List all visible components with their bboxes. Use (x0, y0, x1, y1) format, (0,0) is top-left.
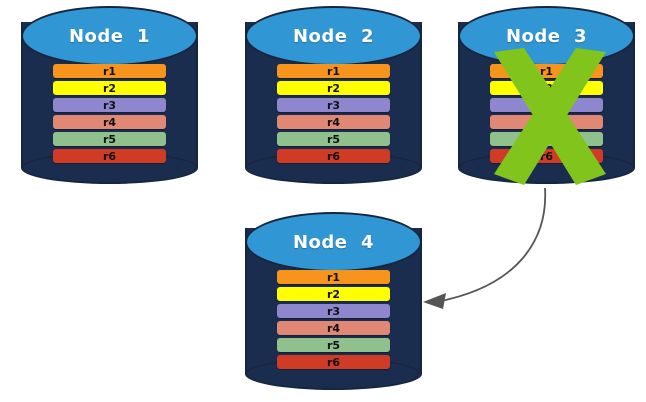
node-3-record-list: r1 r2 r3 r4 r5 r6 (490, 64, 603, 166)
node-3-cylinder-top: Node 3 (458, 6, 635, 66)
node-3-row-r6-label: r6 (539, 149, 554, 163)
node-1-row-r1-label: r1 (102, 64, 117, 78)
node-2-row-r6-label: r6 (326, 149, 341, 163)
node-4-row-r6[interactable]: r6 (277, 355, 390, 369)
node-1-row-r2[interactable]: r2 (53, 81, 166, 95)
node-3-row-r3[interactable]: r3 (490, 98, 603, 112)
node-1-record-list: r1 r2 r3 r4 r5 r6 (53, 64, 166, 166)
node-2-row-r5[interactable]: r5 (277, 132, 390, 146)
node-2-cylinder-top: Node 2 (245, 6, 422, 66)
node-2-row-r6[interactable]: r6 (277, 149, 390, 163)
node-1-row-r4[interactable]: r4 (53, 115, 166, 129)
node-4-row-r5-label: r5 (326, 338, 341, 352)
node-3-row-r5[interactable]: r5 (490, 132, 603, 146)
node-2-row-r1-label: r1 (326, 64, 341, 78)
node-4-row-r1[interactable]: r1 (277, 270, 390, 284)
node-1-row-r3-label: r3 (102, 98, 117, 112)
node-1-title: Node 1 (68, 25, 151, 47)
replication-arrow-curve (435, 187, 547, 303)
node-4-row-r4-label: r4 (326, 321, 341, 335)
node-3-row-r5-label: r5 (539, 132, 554, 146)
node-2-row-r2-label: r2 (326, 81, 341, 95)
node-3-row-r4[interactable]: r4 (490, 115, 603, 129)
replication-arrow-head-icon (423, 293, 446, 309)
node-1[interactable]: Node 1 r1 r2 r3 r4 r5 r6 (21, 6, 198, 184)
node-1-row-r5[interactable]: r5 (53, 132, 166, 146)
node-4-row-r3[interactable]: r3 (277, 304, 390, 318)
node-3-row-r6[interactable]: r6 (490, 149, 603, 163)
node-2-row-r1[interactable]: r1 (277, 64, 390, 78)
node-1-cylinder-top: Node 1 (21, 6, 198, 66)
node-4-cylinder-top: Node 4 (245, 212, 422, 272)
node-4-row-r3-label: r3 (326, 304, 341, 318)
node-1-row-r6[interactable]: r6 (53, 149, 166, 163)
node-1-row-r3[interactable]: r3 (53, 98, 166, 112)
node-4-row-r2-label: r2 (326, 287, 341, 301)
node-3-title: Node 3 (505, 25, 588, 47)
node-2-row-r3[interactable]: r3 (277, 98, 390, 112)
node-3-row-r2[interactable]: r2 (490, 81, 603, 95)
node-2-row-r4-label: r4 (326, 115, 341, 129)
node-4-record-list: r1 r2 r3 r4 r5 r6 (277, 270, 390, 372)
node-4[interactable]: Node 4 r1 r2 r3 r4 r5 r6 (245, 212, 422, 390)
node-4-row-r4[interactable]: r4 (277, 321, 390, 335)
node-1-row-r6-label: r6 (102, 149, 117, 163)
node-4-row-r6-label: r6 (326, 355, 341, 369)
node-2-record-list: r1 r2 r3 r4 r5 r6 (277, 64, 390, 166)
node-3-row-r3-label: r3 (539, 98, 554, 112)
node-3-row-r1-label: r1 (539, 64, 554, 78)
node-2-title: Node 2 (292, 25, 375, 47)
node-2-row-r3-label: r3 (326, 98, 341, 112)
node-1-row-r2-label: r2 (102, 81, 117, 95)
node-1-row-r1[interactable]: r1 (53, 64, 166, 78)
node-4-row-r1-label: r1 (326, 270, 341, 284)
node-4-row-r5[interactable]: r5 (277, 338, 390, 352)
node-2[interactable]: Node 2 r1 r2 r3 r4 r5 r6 (245, 6, 422, 184)
node-3-row-r4-label: r4 (539, 115, 554, 129)
node-2-row-r4[interactable]: r4 (277, 115, 390, 129)
node-3-row-r2-label: r2 (539, 81, 554, 95)
node-2-row-r5-label: r5 (326, 132, 341, 146)
node-1-row-r5-label: r5 (102, 132, 117, 146)
node-1-row-r4-label: r4 (102, 115, 117, 129)
node-4-title: Node 4 (292, 231, 375, 253)
node-4-row-r2[interactable]: r2 (277, 287, 390, 301)
node-3-row-r1[interactable]: r1 (490, 64, 603, 78)
node-3[interactable]: Node 3 r1 r2 r3 r4 r5 r6 (458, 6, 635, 184)
node-2-row-r2[interactable]: r2 (277, 81, 390, 95)
